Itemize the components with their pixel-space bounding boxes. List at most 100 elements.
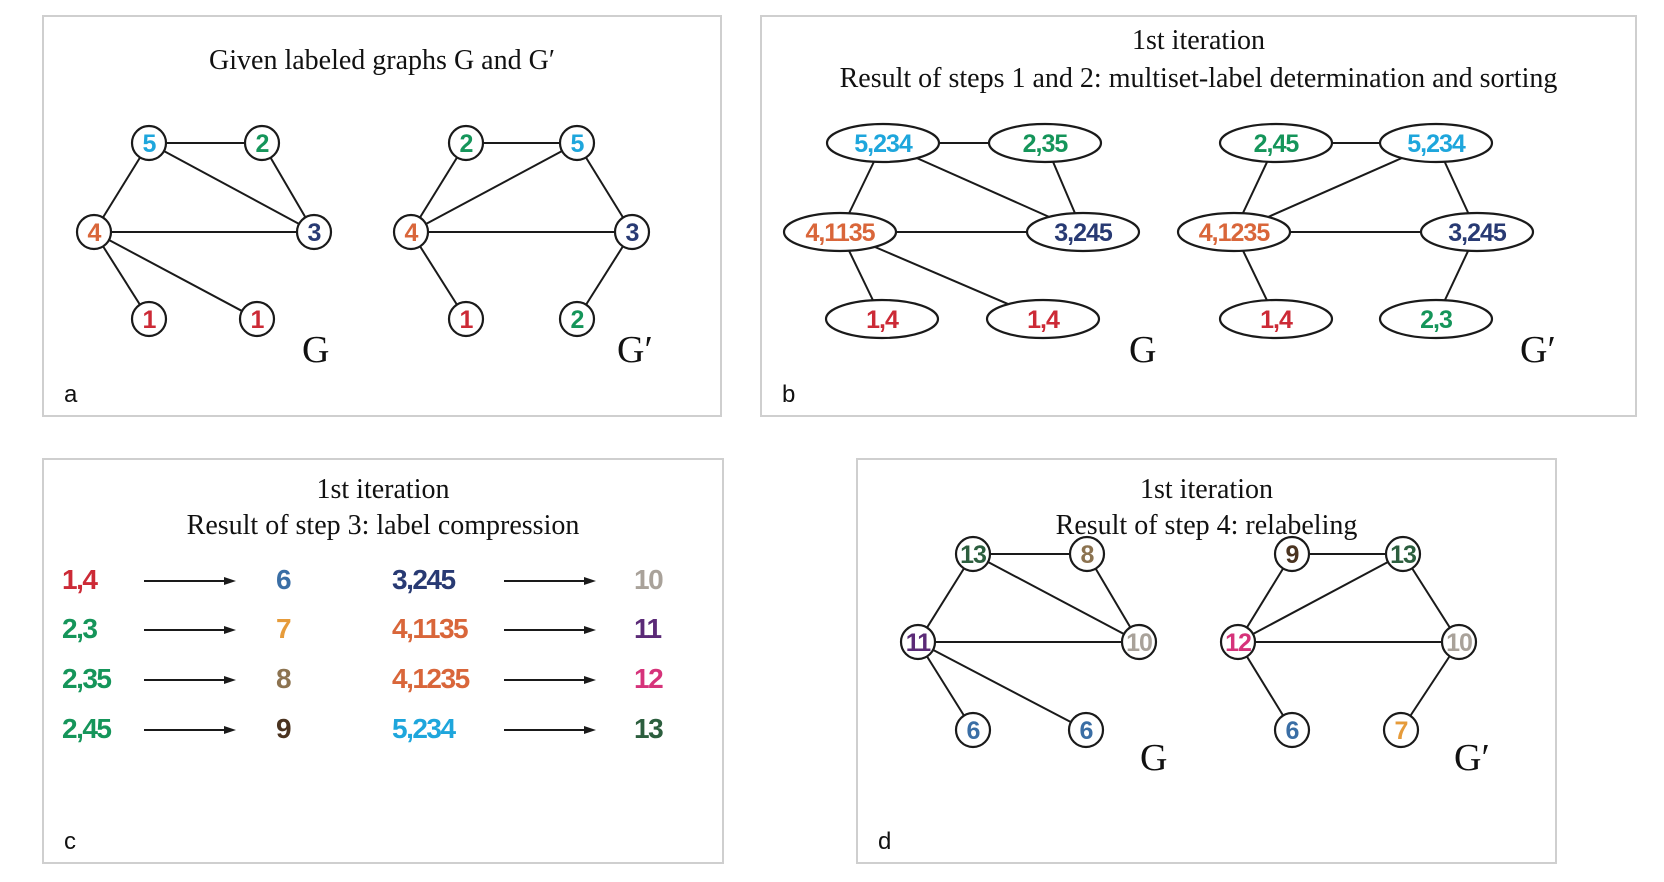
panel-b-G-node-label-3: 3,245 xyxy=(1054,219,1113,247)
panel-d: 1st iteration Result of step 4: relabeli… xyxy=(856,458,1557,864)
panel-d-G-node-label-0: 13 xyxy=(960,541,986,569)
panel-a-G-node-label-0: 5 xyxy=(143,130,157,158)
mapping-arrow-head-2 xyxy=(224,676,236,684)
panel-b-G-node-5 xyxy=(985,298,1101,340)
panel-b-Gprime-node-label-0: 2,45 xyxy=(1254,130,1300,158)
panel-d-Gprime-node-2 xyxy=(1219,623,1257,661)
panel-b-Gprime-graph-name: G′ xyxy=(1520,329,1556,371)
panel-d-G-node-3 xyxy=(1120,623,1158,661)
panel-a-G-node-1 xyxy=(243,124,281,162)
panel-b-Gprime-node-label-1: 5,234 xyxy=(1407,130,1466,158)
mapping-from-4: 3,245 xyxy=(392,564,456,595)
panel-a-Gprime-node-label-5: 2 xyxy=(571,306,584,334)
panel-a-Gprime-node-1 xyxy=(558,124,596,162)
panel-b-graphs: 5,234 2,35 4,1135 3,245 1,4 1,4G 2,45 5,234 4,12… xyxy=(782,122,1556,371)
panel-a-G-node-label-2: 4 xyxy=(88,219,102,247)
panel-b: 1st iteration Result of steps 1 and 2: m… xyxy=(760,15,1637,417)
mapping-arrow-head-5 xyxy=(584,626,596,634)
panel-d-Gprime-graph-name: G′ xyxy=(1454,737,1490,779)
panel-b-Gprime-node-3 xyxy=(1419,211,1535,253)
panel-a-Gprime-node-label-2: 4 xyxy=(405,219,419,247)
panel-d-Gprime-node-label-1: 13 xyxy=(1390,541,1416,569)
mapping-from-5: 4,1135 xyxy=(392,613,469,644)
panel-a-G-node-label-4: 1 xyxy=(143,306,157,334)
panel-d-title-line2: Result of step 4: relabeling xyxy=(1055,510,1358,541)
mapping-to-4: 10 xyxy=(634,564,664,595)
panel-a-G-node-2 xyxy=(75,213,113,251)
panel-d-Gprime-node-label-0: 9 xyxy=(1286,541,1299,569)
panel-b-G-graph-name: G xyxy=(1129,329,1156,371)
panel-a-label: a xyxy=(64,381,78,408)
panel-a-Gprime-node-0 xyxy=(447,124,485,162)
panel-b-Gprime-node-4 xyxy=(1218,298,1334,340)
panel-d-Gprime-node-3 xyxy=(1440,623,1478,661)
panel-a-G-edge-5 xyxy=(93,231,258,320)
panel-a-Gprime-graph-name: G′ xyxy=(617,329,653,371)
mapping-arrow-head-3 xyxy=(224,726,236,734)
mapping-to-5: 11 xyxy=(634,613,662,644)
panel-b-G-node-4 xyxy=(824,298,940,340)
panel-b-Gprime-node-label-4: 1,4 xyxy=(1260,306,1293,334)
panel-b-title-line1: 1st iteration xyxy=(1132,25,1265,56)
panel-b-G-node-1 xyxy=(987,122,1103,164)
panel-a-G-node-label-3: 3 xyxy=(308,219,321,247)
panel-d-label: d xyxy=(878,828,892,855)
panel-b-G-node-label-2: 4,1135 xyxy=(805,219,875,247)
panel-a-Gprime-edge-2 xyxy=(410,142,578,233)
panel-d-G-edge-5 xyxy=(917,641,1087,731)
panel-a-Gprime-node-label-4: 1 xyxy=(460,306,474,334)
panel-d-G-node-1 xyxy=(1068,535,1106,573)
panel-b-Gprime-node-label-3: 3,245 xyxy=(1448,219,1507,247)
panel-b-G-node-2 xyxy=(782,211,898,253)
panel-c-arrows xyxy=(144,577,596,734)
panel-d-Gprime-node-1 xyxy=(1384,535,1422,573)
mapping-to-1: 7 xyxy=(276,613,292,644)
panel-d-Gprime-node-label-5: 7 xyxy=(1395,717,1408,745)
panel-a-Gprime-node-label-0: 2 xyxy=(460,130,473,158)
panel-b-Gprime-node-0 xyxy=(1218,122,1334,164)
panel-d-Gprime-node-0 xyxy=(1273,535,1311,573)
panel-d-Gprime-edge-2 xyxy=(1237,553,1404,643)
panel-b-Gprime-node-1 xyxy=(1378,122,1494,164)
panel-d-G-node-label-4: 6 xyxy=(967,717,980,745)
panel-b-G-node-label-1: 2,35 xyxy=(1023,130,1069,158)
mapping-from-7: 5,234 xyxy=(392,713,456,744)
panel-d-G-node-label-3: 10 xyxy=(1126,629,1152,657)
panel-d-Gprime-node-label-2: 12 xyxy=(1225,629,1251,657)
panel-b-G-node-3 xyxy=(1025,211,1141,253)
mapping-from-1: 2,3 xyxy=(62,613,98,644)
panel-b-Gprime-node-5 xyxy=(1378,298,1494,340)
panel-b-title-line2: Result of steps 1 and 2: multiset-label … xyxy=(839,63,1558,94)
panel-c: 1st iteration Result of step 3: label co… xyxy=(42,458,724,864)
mapping-arrow-head-4 xyxy=(584,577,596,585)
panel-a-G-node-3 xyxy=(295,213,333,251)
panel-d-G-node-5 xyxy=(1067,711,1105,749)
panel-d-G-edge-2 xyxy=(972,553,1140,643)
panel-b-Gprime-node-2 xyxy=(1176,211,1292,253)
panel-c-title-line1: 1st iteration xyxy=(316,474,450,505)
panel-b-label: b xyxy=(782,381,796,408)
panel-a-G-node-0 xyxy=(130,124,168,162)
panel-d-Gprime-node-label-4: 6 xyxy=(1286,717,1299,745)
panel-d-Gprime-node-4 xyxy=(1273,711,1311,749)
panel-a-title: Given labeled graphs G and G′ xyxy=(209,45,555,76)
panel-c-label: c xyxy=(64,828,76,855)
panel-b-Gprime-node-label-5: 2,3 xyxy=(1420,306,1452,334)
mapping-to-6: 12 xyxy=(634,663,664,694)
panel-b-Gprime-graph: 2,45 5,234 4,1235 3,245 1,4 2,3G′ xyxy=(1176,122,1556,371)
panel-a-Gprime-node-2 xyxy=(392,213,430,251)
mapping-from-0: 1,4 xyxy=(62,564,98,595)
mapping-arrow-head-7 xyxy=(584,726,596,734)
mapping-arrow-head-0 xyxy=(224,577,236,585)
panel-b-G-node-label-5: 1,4 xyxy=(1027,306,1060,334)
panel-b-Gprime-node-label-2: 4,1235 xyxy=(1199,219,1271,247)
panel-a-Gprime-node-3 xyxy=(613,213,651,251)
panel-b-G-node-0 xyxy=(825,122,941,164)
